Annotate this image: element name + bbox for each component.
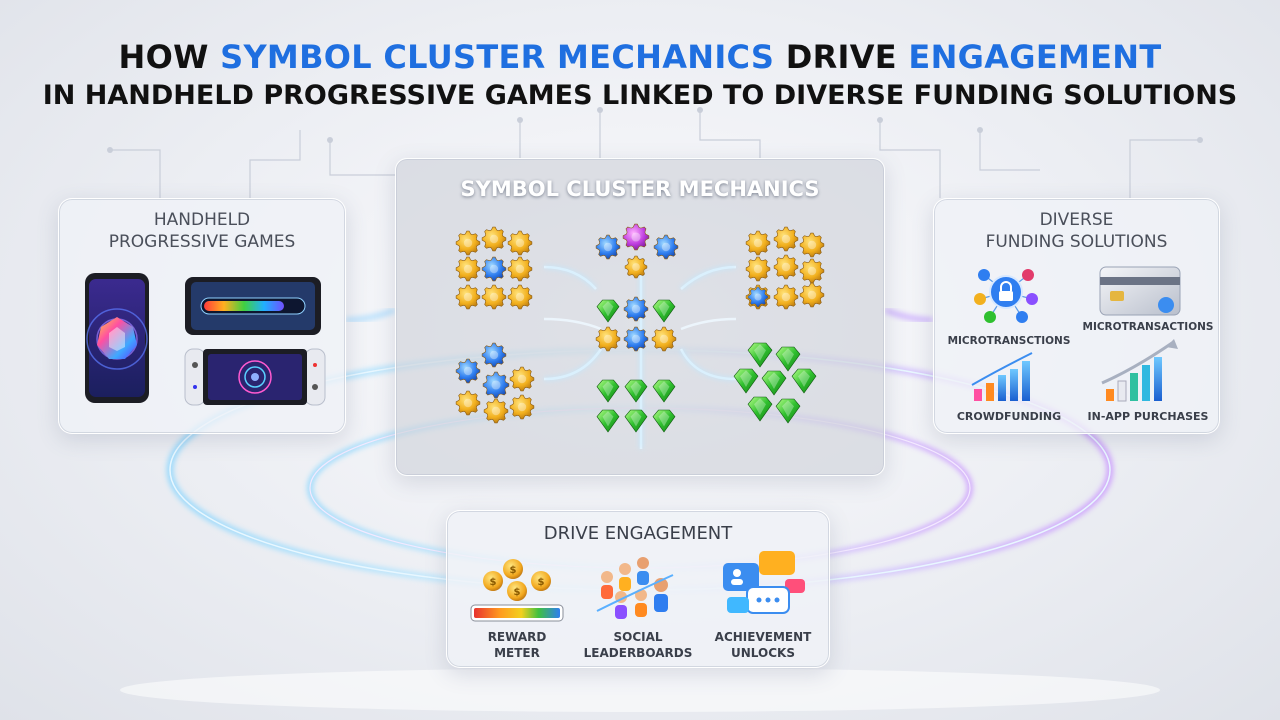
green-gem-symbol bbox=[624, 409, 648, 433]
blue-gear-symbol bbox=[455, 358, 481, 384]
gold-gear-symbol bbox=[799, 282, 825, 308]
engagement-title: DRIVE ENGAGEMENT bbox=[543, 523, 733, 544]
gold-gear-symbol bbox=[507, 230, 533, 256]
blue-gear-symbol bbox=[623, 326, 649, 352]
funding-title-line2: FUNDING SOLUTIONS bbox=[985, 232, 1168, 252]
handheld-panel-title: HANDHELD PROGRESSIVE GAMES bbox=[59, 209, 345, 253]
social-leaderboards-line2: LEADERBOARDS bbox=[583, 646, 693, 660]
gold-gear-symbol bbox=[624, 255, 648, 279]
social-leaderboards-line1: SOCIAL bbox=[613, 630, 663, 644]
tablet-icon bbox=[185, 277, 321, 335]
handheld-devices-illustration bbox=[85, 273, 326, 406]
green-gem-symbol bbox=[596, 379, 620, 403]
svg-text:$: $ bbox=[510, 565, 517, 576]
gold-gear-symbol bbox=[509, 366, 535, 392]
funding-label-1: MICROTRANSCTIONS bbox=[947, 335, 1071, 347]
title-part-engagement: ENGAGEMENT bbox=[908, 38, 1162, 76]
green-gem-symbol bbox=[652, 409, 676, 433]
gold-gear-symbol bbox=[455, 390, 481, 416]
title-block: HOW SYMBOL CLUSTER MECHANICS DRIVE ENGAG… bbox=[0, 36, 1280, 114]
title-part-drive: DRIVE bbox=[774, 38, 909, 76]
symbol-cluster-title: SYMBOL CLUSTER MECHANICS bbox=[460, 177, 820, 201]
green-gem-symbol bbox=[775, 398, 801, 424]
green-gem-symbol bbox=[596, 409, 620, 433]
svg-text:$: $ bbox=[490, 577, 497, 588]
funding-label-3: CROWDFUNDING bbox=[956, 410, 1062, 423]
drive-engagement-panel: DRIVE ENGAGEMENT $ $ $ $ bbox=[446, 510, 830, 668]
smartphone-icon bbox=[85, 273, 149, 403]
achievement-unlocks-label: ACHIEVEMENT UNLOCKS bbox=[705, 629, 821, 661]
green-gem-symbol bbox=[652, 299, 676, 323]
handheld-title-line1: HANDHELD bbox=[153, 210, 251, 230]
green-gem-symbol bbox=[652, 379, 676, 403]
gold-gear-symbol bbox=[799, 258, 825, 284]
funding-icons bbox=[971, 266, 1181, 402]
svg-text:$: $ bbox=[514, 587, 521, 598]
blue-gear-symbol bbox=[653, 234, 679, 260]
achievement-unlocks-line1: ACHIEVEMENT bbox=[714, 630, 812, 644]
gold-gear-symbol bbox=[773, 284, 799, 310]
chat-bubbles-icon bbox=[723, 551, 805, 614]
blue-gear-symbol bbox=[747, 286, 769, 308]
gold-gear-symbol bbox=[507, 256, 533, 282]
gold-gear-symbol bbox=[595, 326, 621, 352]
purple-gear-symbol bbox=[622, 223, 650, 251]
subtitle: IN HANDHELD PROGRESSIVE GAMES LINKED TO … bbox=[42, 80, 1238, 111]
symbol-cluster-panel: SYMBOL CLUSTER MECHANICS bbox=[395, 158, 885, 476]
growth-chart-icon bbox=[1101, 339, 1178, 402]
game-console-icon bbox=[184, 348, 326, 406]
handheld-games-panel: HANDHELD PROGRESSIVE GAMES bbox=[58, 198, 346, 434]
gold-gear-symbol bbox=[651, 326, 677, 352]
green-gem-symbol bbox=[624, 379, 648, 403]
green-gem-symbol bbox=[761, 370, 787, 396]
blue-gear-symbol bbox=[481, 256, 507, 282]
symbol-cluster-grid bbox=[455, 223, 825, 449]
gold-gear-symbol bbox=[481, 226, 507, 252]
gold-gear-symbol bbox=[455, 230, 481, 256]
funding-panel-title: DIVERSE FUNDING SOLUTIONS bbox=[934, 209, 1219, 253]
gold-gear-symbol bbox=[507, 284, 533, 310]
blue-gear-symbol bbox=[482, 371, 510, 399]
main-title: HOW SYMBOL CLUSTER MECHANICS DRIVE ENGAG… bbox=[0, 36, 1280, 78]
gold-gear-symbol bbox=[745, 256, 771, 282]
coins-meter-icon: $ $ $ $ bbox=[470, 559, 564, 622]
green-gem-symbol bbox=[747, 342, 773, 368]
reward-meter-line2: METER bbox=[494, 646, 540, 660]
title-part-how: HOW bbox=[118, 38, 221, 76]
lock-network-icon bbox=[974, 269, 1038, 323]
gold-gear-symbol bbox=[455, 284, 481, 310]
funding-label-4: IN-APP PURCHASES bbox=[1087, 410, 1209, 423]
reward-meter-label: REWARD METER bbox=[465, 629, 569, 661]
blue-gear-symbol bbox=[595, 234, 621, 260]
gold-gear-symbol bbox=[799, 232, 825, 258]
credit-card-icon bbox=[1099, 266, 1181, 316]
gold-gear-symbol bbox=[509, 394, 535, 420]
gold-gear-symbol bbox=[455, 256, 481, 282]
bar-chart-icon bbox=[971, 352, 1033, 401]
achievement-unlocks-line2: UNLOCKS bbox=[731, 646, 795, 660]
svg-text:$: $ bbox=[538, 577, 545, 588]
handheld-title-line2: PROGRESSIVE GAMES bbox=[108, 232, 296, 252]
title-part-symbol-cluster: SYMBOL CLUSTER MECHANICS bbox=[220, 38, 775, 76]
funding-solutions-panel: DIVERSE FUNDING SOLUTIONS bbox=[933, 198, 1220, 434]
gold-gear-symbol bbox=[483, 398, 509, 424]
green-gem-symbol bbox=[596, 299, 620, 323]
green-gem-symbol bbox=[747, 396, 773, 422]
reward-meter-line1: REWARD bbox=[487, 630, 547, 644]
gold-gear-symbol bbox=[773, 226, 799, 252]
green-gem-symbol bbox=[791, 368, 817, 394]
gold-gear-symbol bbox=[481, 284, 507, 310]
funding-label-2: MICROTRANSACTIONS bbox=[1082, 321, 1214, 333]
green-gem-symbol bbox=[775, 346, 801, 372]
gold-gear-symbol bbox=[773, 254, 799, 280]
people-icon bbox=[596, 557, 674, 619]
social-leaderboards-label: SOCIAL LEADERBOARDS bbox=[573, 629, 703, 661]
engagement-icons: $ $ $ $ bbox=[470, 551, 805, 622]
green-gem-symbol bbox=[733, 368, 759, 394]
blue-gear-symbol bbox=[623, 296, 649, 322]
funding-title-line1: DIVERSE bbox=[1039, 210, 1114, 230]
gold-gear-symbol bbox=[745, 230, 771, 256]
blue-gear-symbol bbox=[481, 342, 507, 368]
